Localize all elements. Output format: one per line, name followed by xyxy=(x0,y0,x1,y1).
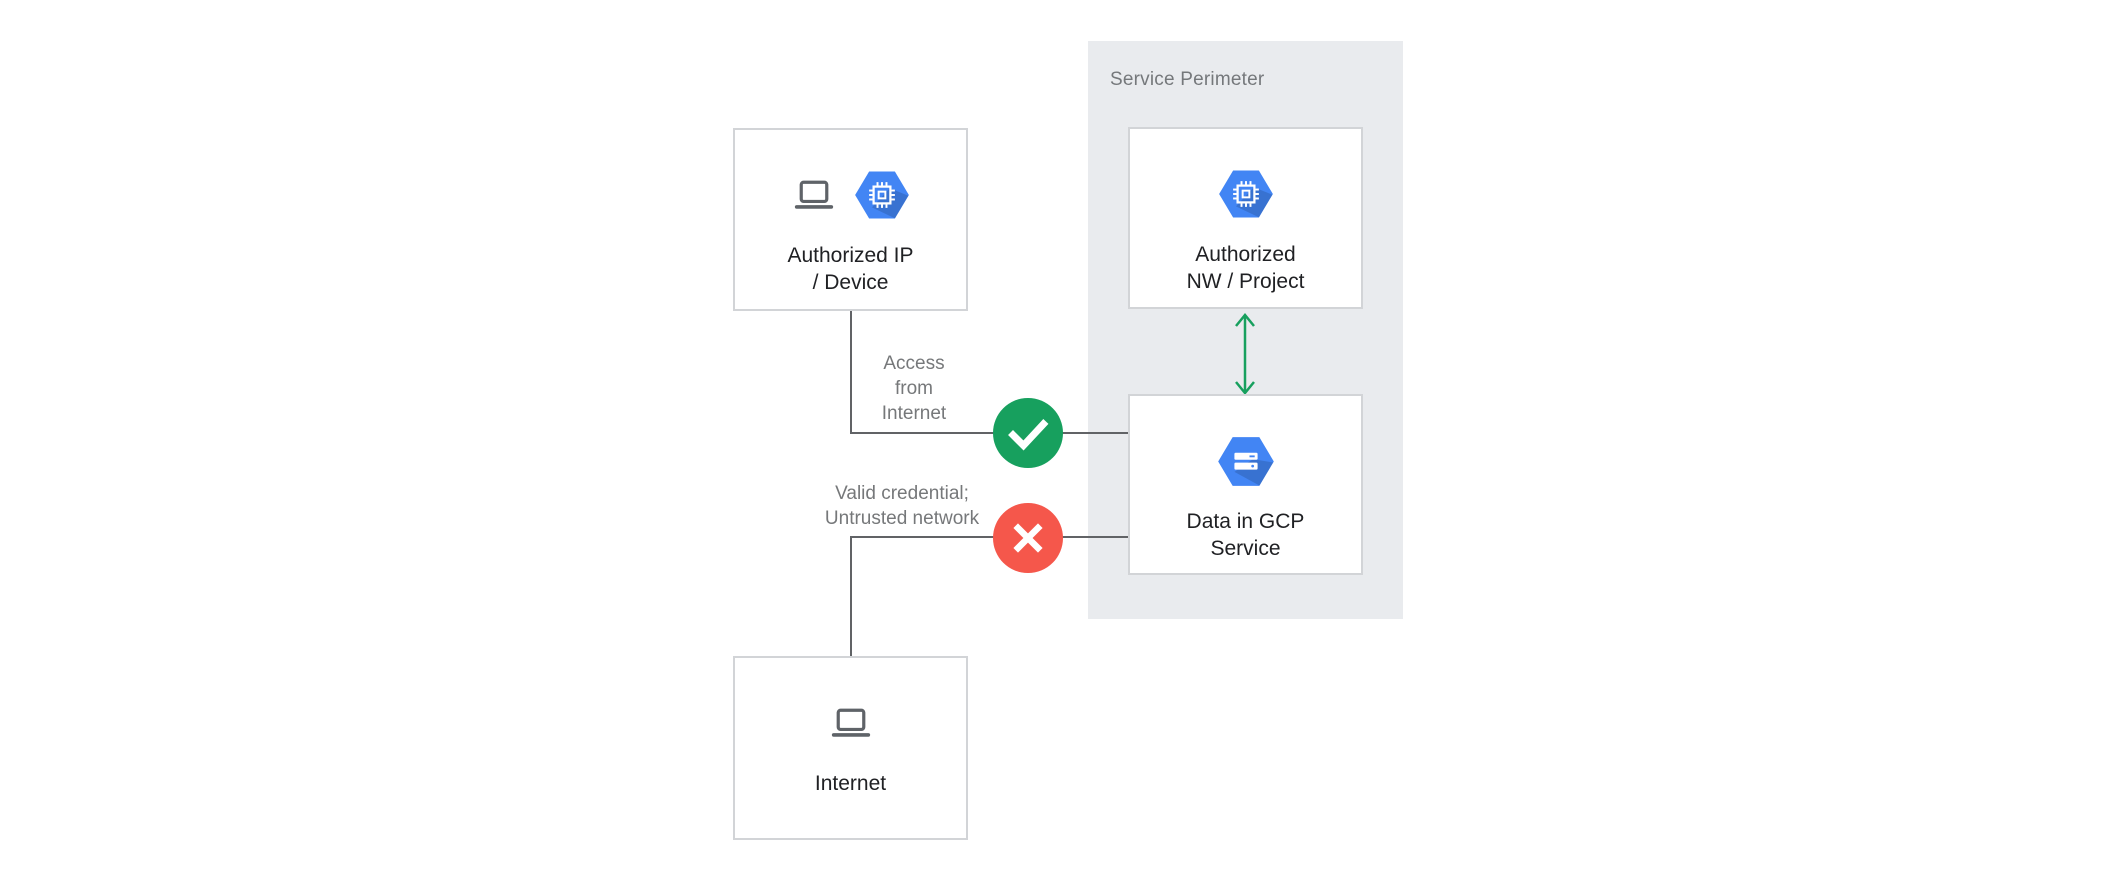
x-icon xyxy=(993,503,1063,573)
node-authorized-ip-device: Authorized IP / Device xyxy=(733,128,968,311)
compute-engine-hexagon-icon xyxy=(854,170,910,220)
node-label-authorized-ip-device: Authorized IP / Device xyxy=(787,244,914,294)
node-authorized-nw-project: Authorized NW / Project xyxy=(1128,127,1363,309)
service-perimeter-label: Service Perimeter xyxy=(1110,69,1265,90)
edge-label-valid-credential-untrusted-network: Valid credential; Untrusted network xyxy=(824,483,980,529)
node-icons xyxy=(735,697,966,749)
node-data-in-gcp-service: Data in GCP Service xyxy=(1128,394,1363,575)
node-icons xyxy=(1130,435,1361,487)
check-icon xyxy=(993,398,1063,468)
connector-denied-horizontal xyxy=(850,536,1128,538)
storage-hexagon-icon xyxy=(1217,436,1275,487)
node-icons xyxy=(1130,168,1361,220)
node-internet: Internet xyxy=(733,656,968,840)
allowed-status-badge xyxy=(993,398,1063,468)
laptop-icon xyxy=(792,180,836,211)
edge-label-access-from-internet: Access from Internet xyxy=(881,353,947,424)
node-icons xyxy=(735,169,966,221)
double-arrow-icon xyxy=(1232,311,1258,397)
node-label-authorized-nw-project: Authorized NW / Project xyxy=(1186,243,1305,293)
connector-allowed-horizontal xyxy=(850,432,1128,434)
laptop-icon xyxy=(829,708,873,739)
denied-status-badge xyxy=(993,503,1063,573)
connector-allowed-vertical xyxy=(850,311,852,433)
connector-denied-vertical xyxy=(850,537,852,656)
node-label-data-in-gcp-service: Data in GCP Service xyxy=(1186,510,1305,560)
compute-engine-hexagon-icon xyxy=(1218,169,1274,219)
node-label-internet: Internet xyxy=(814,772,887,795)
